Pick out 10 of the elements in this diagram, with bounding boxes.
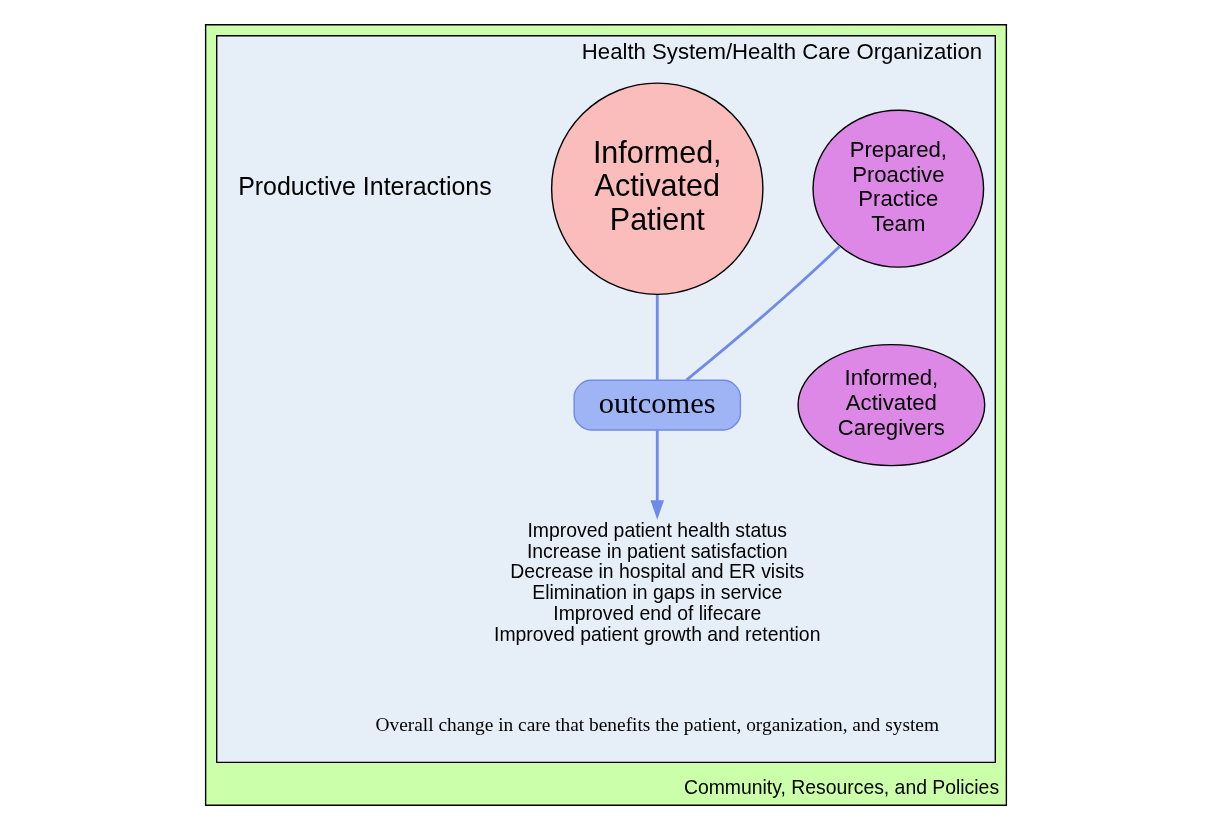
label: Overall change in care that benefits the patient, organization, and system xyxy=(375,714,939,736)
arrow xyxy=(649,430,664,520)
connector xyxy=(685,245,841,381)
label: Productive Interactions xyxy=(237,171,492,200)
node-circle: Informed, Activated Patient xyxy=(550,82,764,296)
node-ellipse: Informed, Activated Caregivers xyxy=(796,343,985,467)
node-circle: Prepared, Proactive Practice Team xyxy=(811,109,984,268)
node-text: Improved patient health status Increase in patient satisfaction Decrease in hospital and ER visits Elimination in gaps in service Improved end of lifecare Improved patient growth and retention xyxy=(493,518,820,645)
connector xyxy=(655,295,659,380)
node-box: outcomes xyxy=(572,379,741,431)
